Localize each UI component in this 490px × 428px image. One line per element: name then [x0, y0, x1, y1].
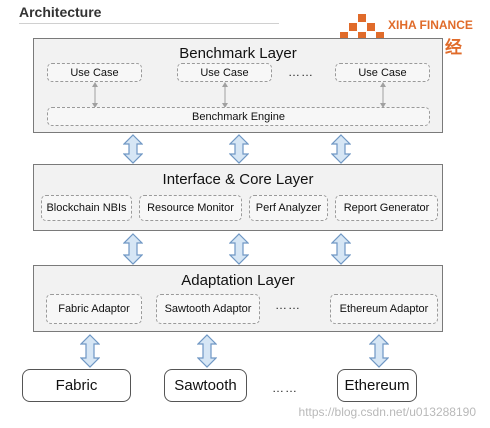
- module-box-resource-monitor: Resource Monitor: [139, 195, 242, 221]
- module-box-report-generator: Report Generator: [335, 195, 438, 221]
- module-box-perf-analyzer: Perf Analyzer: [249, 195, 328, 221]
- use-case-connector: [380, 82, 386, 108]
- adaptor-box-fabric: Fabric Adaptor: [46, 294, 142, 324]
- double-arrow-icon: [369, 334, 389, 368]
- module-box-blockchain-nbis: Blockchain NBIs: [41, 195, 132, 221]
- blockchain-ethereum: Ethereum: [337, 369, 417, 402]
- diagram-title: Architecture: [19, 4, 102, 20]
- use-case-box: Use Case: [335, 63, 430, 82]
- adaptor-box-ethereum: Ethereum Adaptor: [330, 294, 438, 324]
- adaptation-layer-title: Adaptation Layer: [181, 272, 295, 289]
- title-divider: [19, 23, 279, 24]
- double-arrow-icon: [331, 233, 351, 265]
- benchmark-layer-title: Benchmark Layer: [179, 45, 297, 62]
- source-watermark: https://blog.csdn.net/u013288190: [298, 405, 476, 419]
- double-arrow-icon: [197, 334, 217, 368]
- double-arrow-icon: [331, 134, 351, 164]
- adaptor-box-sawtooth: Sawtooth Adaptor: [156, 294, 260, 324]
- core-layer-title: Interface & Core Layer: [162, 171, 314, 188]
- double-arrow-icon: [123, 233, 143, 265]
- double-arrow-icon: [80, 334, 100, 368]
- blockchain-ellipsis: ……: [272, 381, 298, 395]
- double-arrow-icon: [229, 134, 249, 164]
- logo-brand-en: XIHA FINANCE: [388, 18, 473, 32]
- double-arrow-icon: [229, 233, 249, 265]
- blockchain-fabric: Fabric: [22, 369, 131, 402]
- use-case-ellipsis: ……: [288, 65, 314, 79]
- adaptor-ellipsis: ……: [275, 298, 301, 312]
- use-case-connector: [222, 82, 228, 108]
- benchmark-engine-box: Benchmark Engine: [47, 107, 430, 126]
- use-case-connector: [92, 82, 98, 108]
- blockchain-sawtooth: Sawtooth: [164, 369, 247, 402]
- double-arrow-icon: [123, 134, 143, 164]
- use-case-box: Use Case: [177, 63, 272, 82]
- use-case-box: Use Case: [47, 63, 142, 82]
